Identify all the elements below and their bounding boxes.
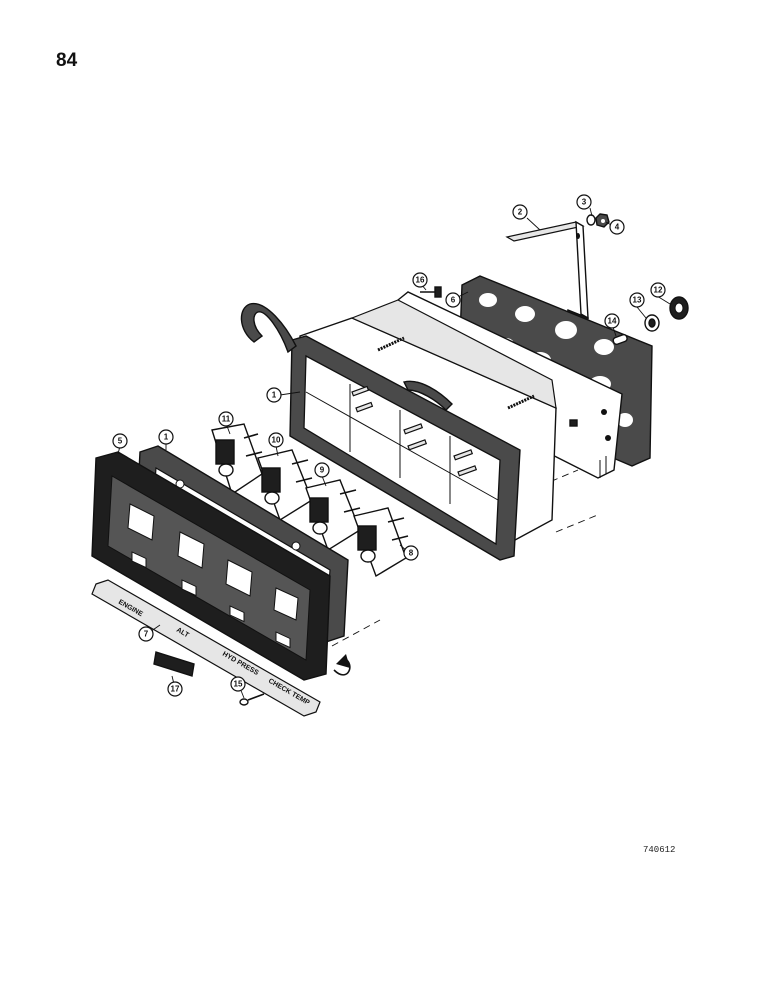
svg-text:1: 1 [272,391,277,400]
svg-text:6: 6 [451,296,456,305]
svg-text:15: 15 [234,680,243,689]
callout-9: 9 [314,462,330,478]
gauge-9 [305,479,361,552]
callout-4: 4 [609,219,625,235]
lamp-socket-assembly [612,296,689,346]
gauge-8 [353,507,409,578]
svg-text:14: 14 [608,317,617,326]
svg-text:9: 9 [320,466,325,475]
svg-text:3: 3 [582,198,587,207]
svg-text:7: 7 [144,630,149,639]
callout-7: 7 [138,626,154,642]
svg-text:16: 16 [416,276,425,285]
callout-14: 14 [604,313,620,329]
callout-10: 10 [268,432,284,448]
svg-text:12: 12 [654,286,663,295]
page-number: 84 [56,50,78,71]
svg-text:5: 5 [118,437,123,446]
small-label-plate [153,651,195,677]
callout-13: 13 [629,292,645,308]
callout-15: 15 [230,676,246,692]
svg-text:4: 4 [615,223,620,232]
callout-16: 16 [412,272,428,288]
svg-text:17: 17 [171,685,180,694]
callout-11: 11 [218,411,234,427]
callout-1-housing: 1 [266,387,282,403]
assembly-arrow [333,654,351,676]
callout-2: 2 [512,204,528,220]
figure-code: 740612 [643,845,676,855]
gauge-housing [240,299,557,561]
callout-3: 3 [576,194,592,210]
svg-text:13: 13 [633,296,642,305]
front-bezel [91,451,331,681]
svg-text:11: 11 [222,415,231,424]
svg-text:8: 8 [409,549,414,558]
nut-and-washer [586,213,610,228]
callout-8: 8 [403,545,419,561]
gauge-10 [257,449,313,522]
svg-text:1: 1 [164,433,169,442]
callout-5: 5 [112,433,128,449]
callout-6: 6 [445,292,461,308]
decal-screw [239,693,265,706]
svg-text:10: 10 [272,436,281,445]
callout-12: 12 [650,282,666,298]
screw [420,286,442,298]
callout-17: 17 [167,681,183,697]
svg-text:2: 2 [518,208,523,217]
callout-1-gasket: 1 [158,429,174,445]
